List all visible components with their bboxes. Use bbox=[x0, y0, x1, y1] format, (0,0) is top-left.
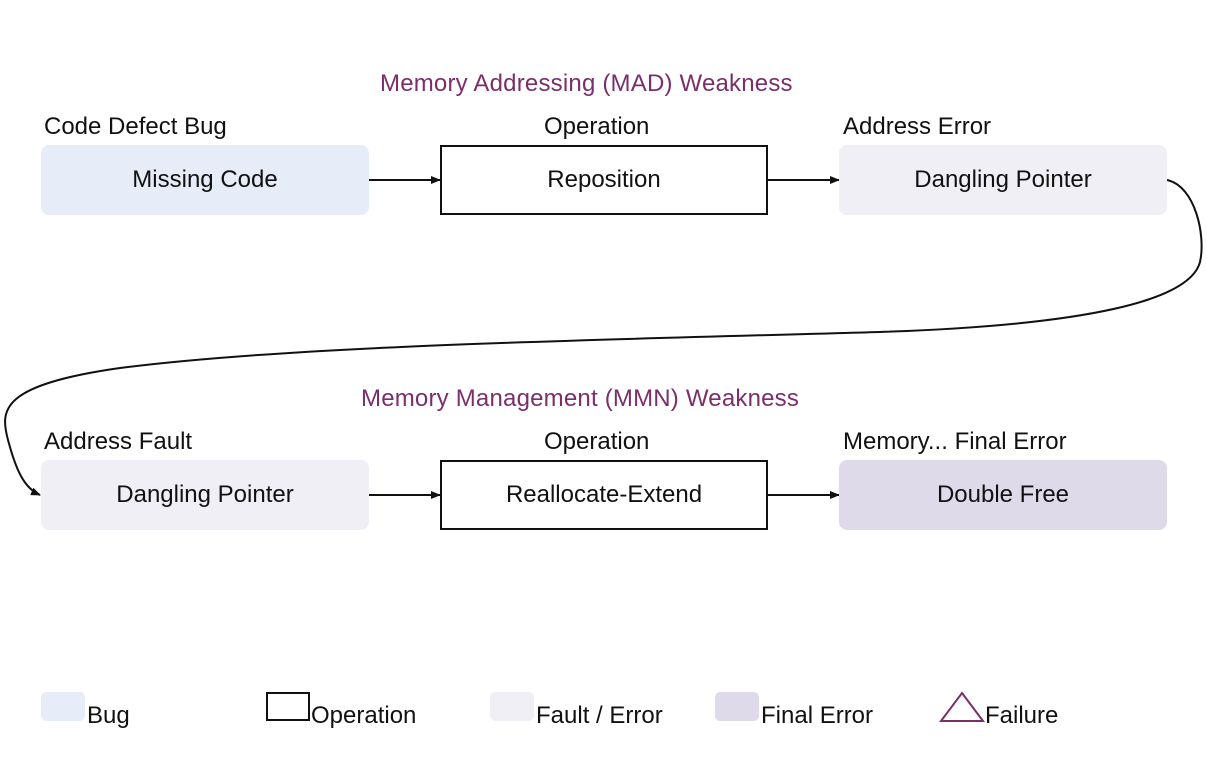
reallocate-extend-text: Reallocate-Extend bbox=[505, 481, 703, 508]
operation-label-mmn: Operation bbox=[544, 428, 650, 455]
missing-code-text: Missing Code bbox=[132, 166, 278, 193]
address-fault-label: Address Fault bbox=[44, 428, 193, 455]
legend-failure-label: Failure bbox=[985, 702, 1059, 729]
reallocate-extend-node: Reallocate-Extend bbox=[440, 460, 768, 530]
dangling-pointer-error-node: Dangling Pointer bbox=[839, 145, 1167, 215]
legend-fault-error-label: Fault / Error bbox=[536, 702, 663, 729]
legend-operation-label: Operation bbox=[311, 702, 417, 729]
legend-final-error-swatch bbox=[715, 692, 759, 721]
legend-bug-swatch bbox=[41, 692, 85, 721]
arrow-row1-to-row2 bbox=[4, 179, 1203, 496]
double-free-text: Double Free bbox=[936, 481, 1070, 508]
dangling-pointer-error-text: Dangling Pointer bbox=[914, 166, 1092, 193]
legend-operation-swatch bbox=[266, 692, 310, 721]
missing-code-node: Missing Code bbox=[41, 145, 369, 215]
dangling-pointer-fault-text: Dangling Pointer bbox=[116, 481, 294, 508]
mad-weakness-title: Memory Addressing (MAD) Weakness bbox=[380, 70, 793, 97]
legend-fault-error-swatch bbox=[490, 692, 534, 721]
mmn-weakness-title: Memory Management (MMN) Weakness bbox=[361, 385, 800, 412]
double-free-node: Double Free bbox=[839, 460, 1167, 530]
dangling-pointer-fault-node: Dangling Pointer bbox=[41, 460, 369, 530]
reposition-node: Reposition bbox=[440, 145, 768, 215]
address-error-label: Address Error bbox=[843, 113, 992, 140]
legend-final-error-label: Final Error bbox=[761, 702, 874, 729]
operation-label-mad: Operation bbox=[544, 113, 650, 140]
code-defect-bug-label: Code Defect Bug bbox=[44, 113, 227, 140]
memory-final-error-label: Memory... Final Error bbox=[843, 428, 1067, 455]
legend-failure-triangle-icon bbox=[939, 691, 985, 722]
legend-bug-label: Bug bbox=[87, 702, 130, 729]
reposition-text: Reposition bbox=[547, 166, 661, 193]
